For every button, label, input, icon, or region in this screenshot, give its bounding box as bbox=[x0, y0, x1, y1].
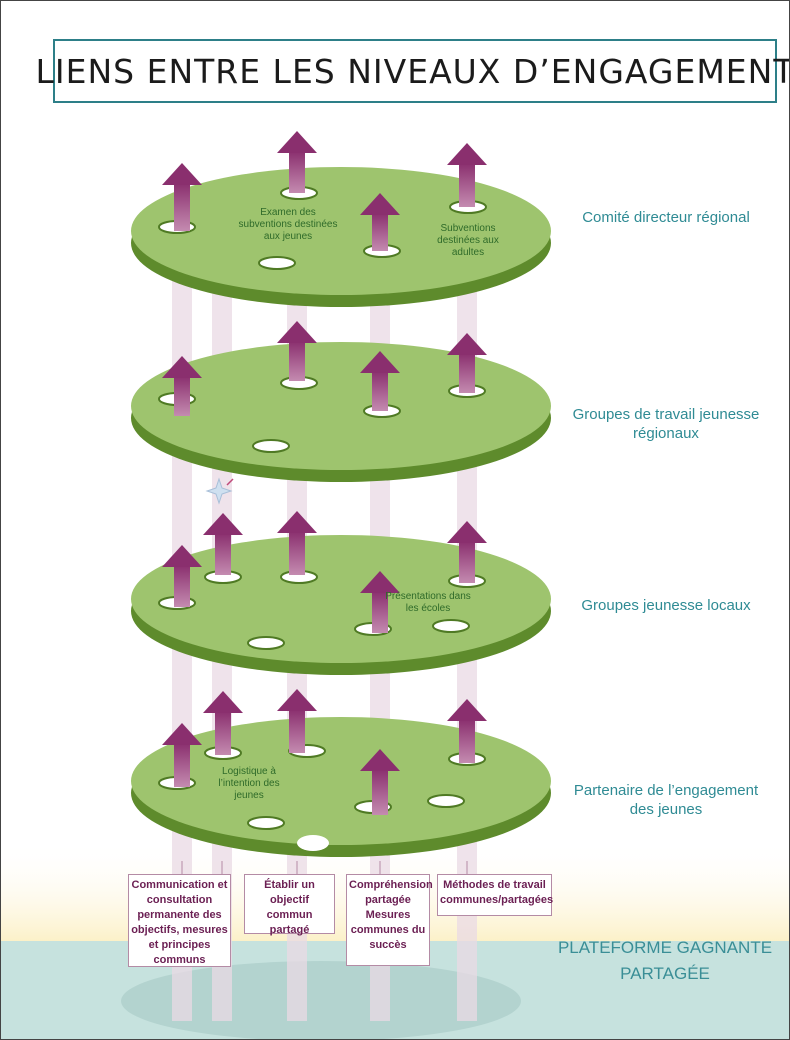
link-box-work-methods: Méthodes de travail communes/partagées bbox=[437, 874, 553, 916]
up-arrow-icon bbox=[360, 749, 400, 815]
disc-note-youth-grants: Examen des subventions destinées aux jeu… bbox=[238, 207, 338, 242]
disc-note-youth-logistics: Logistique à l’intention des jeunes bbox=[218, 766, 280, 801]
level-disc bbox=[131, 689, 551, 857]
disc-note-adult-grants: Subventions destinées aux adultes bbox=[437, 223, 499, 258]
level-disc bbox=[131, 321, 551, 482]
up-arrow-icon bbox=[277, 131, 317, 193]
level-label-youth-partner: Partenaire de l’engagement des jeunes bbox=[573, 782, 759, 818]
disc-top bbox=[131, 342, 551, 470]
disc-hole bbox=[258, 256, 296, 270]
level-disc bbox=[131, 131, 551, 307]
page-title: LIENS ENTRE LES NIVEAUX D’ENGAGEMENT bbox=[35, 51, 790, 91]
up-arrow-icon bbox=[162, 545, 202, 607]
up-arrow-icon bbox=[360, 193, 400, 251]
level-label-regional-committee: Comité directeur régional bbox=[582, 209, 750, 226]
level-label-local-groups: Groupes jeunesse locaux bbox=[581, 597, 751, 614]
up-arrow-icon bbox=[277, 689, 317, 753]
link-box-shared-understanding: Compréhension partagée Mesures communes … bbox=[346, 874, 433, 966]
link-box-common-objective: Établir un objectif commun partagé bbox=[244, 874, 335, 936]
up-arrow-icon bbox=[277, 511, 317, 575]
disc-hole bbox=[247, 816, 285, 830]
platform-label: PLATEFORME GAGNANTE PARTAGÉE bbox=[557, 938, 773, 983]
disc-top bbox=[131, 167, 551, 295]
up-arrow-icon bbox=[162, 723, 202, 787]
disc-hole bbox=[252, 439, 290, 453]
level-disc bbox=[131, 511, 551, 675]
disc-notch bbox=[297, 835, 329, 851]
spark-icon bbox=[205, 477, 234, 505]
up-arrow-icon bbox=[447, 521, 487, 583]
up-arrow-icon bbox=[360, 351, 400, 411]
up-arrow-icon bbox=[162, 356, 202, 416]
up-arrow-icon bbox=[360, 571, 400, 633]
up-arrow-icon bbox=[203, 691, 243, 755]
up-arrow-icon bbox=[277, 321, 317, 381]
up-arrow-icon bbox=[447, 699, 487, 763]
disc-hole bbox=[427, 794, 465, 808]
disc-hole bbox=[247, 636, 285, 650]
disc-note-school-presentations: Présentations dans les écoles bbox=[385, 591, 471, 614]
link-box-communication: Communication et consultation permanente… bbox=[128, 874, 231, 967]
disc-top bbox=[131, 535, 551, 663]
up-arrow-icon bbox=[162, 163, 202, 231]
disc-hole bbox=[432, 619, 470, 633]
up-arrow-icon bbox=[447, 143, 487, 207]
level-label-regional-work-groups: Groupes de travail jeunesse régionaux bbox=[572, 406, 760, 442]
up-arrow-icon bbox=[203, 513, 243, 575]
level-discs bbox=[131, 131, 551, 857]
up-arrow-icon bbox=[447, 333, 487, 393]
title-box: LIENS ENTRE LES NIVEAUX D’ENGAGEMENT bbox=[36, 39, 789, 103]
